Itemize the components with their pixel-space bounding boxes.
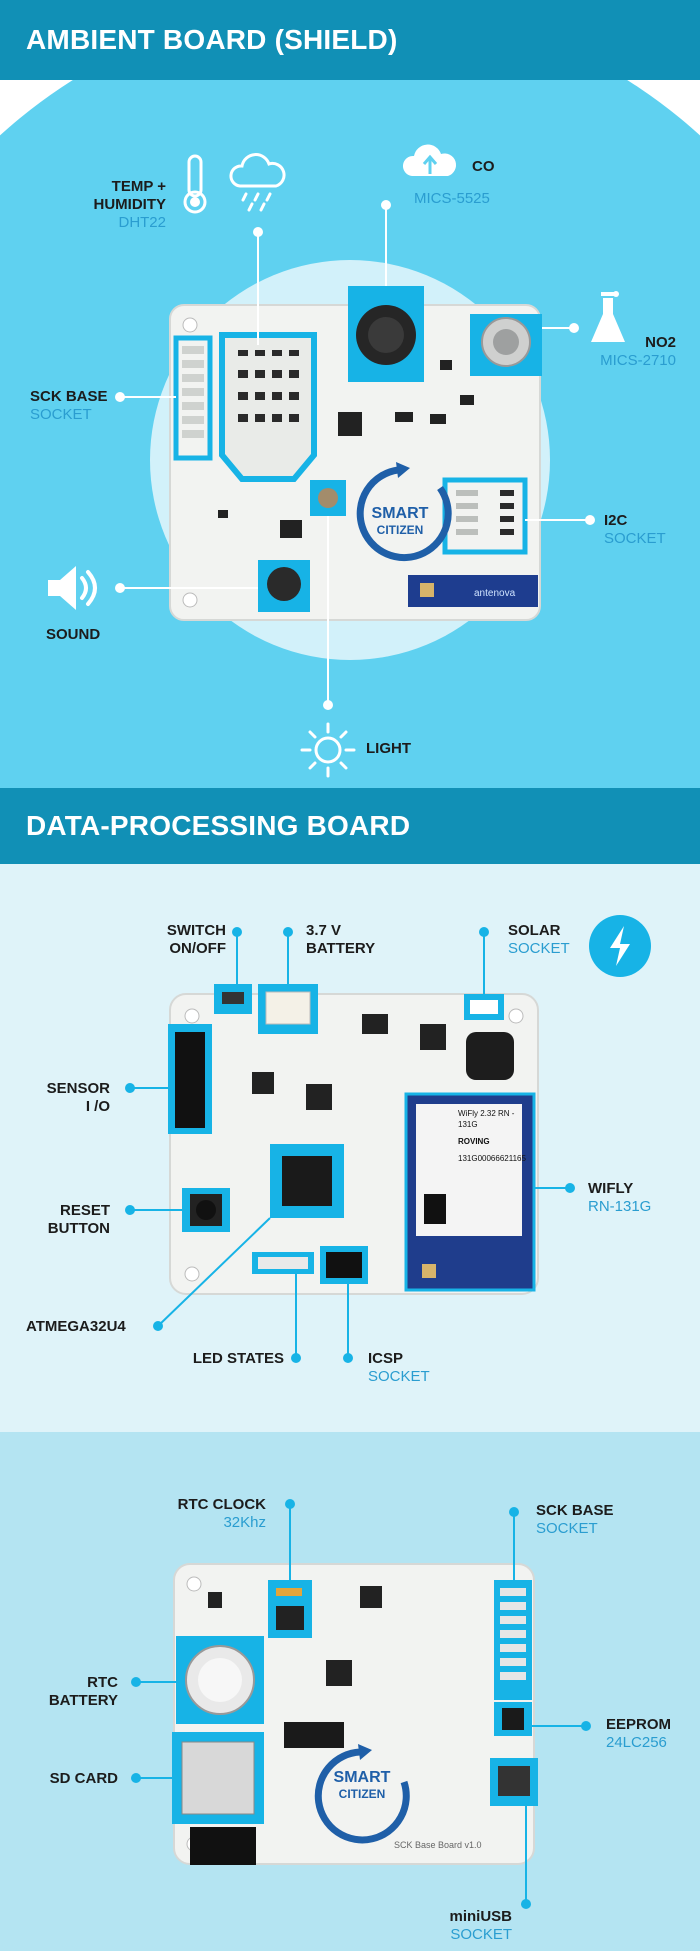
- label-title: SCK BASE: [30, 388, 108, 405]
- label-title: 3.7 V BATTERY: [306, 922, 376, 957]
- data-processing-board: [168, 984, 539, 1295]
- label-sd-card: SD CARD: [10, 1770, 118, 1788]
- flask-icon: [591, 291, 625, 342]
- label-title: RTC CLOCK: [177, 1496, 266, 1513]
- label-title: NO2: [645, 334, 676, 351]
- label-rtc-battery: RTC BATTERY: [10, 1674, 118, 1710]
- label-i2c: I2C SOCKET: [604, 512, 694, 548]
- label-title: RESET BUTTON: [47, 1202, 110, 1237]
- label-title: EEPROM: [606, 1716, 672, 1733]
- base-board-logo: SMART CITIZEN: [324, 1770, 400, 1802]
- label-atmega: ATMEGA32U4: [26, 1318, 156, 1336]
- label-title: ICSP: [368, 1350, 404, 1367]
- ambient-antenna-label: antenova: [474, 588, 516, 599]
- label-sck-base: SCK BASE SOCKET: [30, 388, 130, 424]
- base-board-caption: SCK Base Board v1.0: [394, 1840, 482, 1850]
- ambient-board-logo: SMART CITIZEN: [362, 506, 438, 538]
- rain-cloud-icon: [229, 153, 286, 212]
- lightning-icon: [589, 915, 651, 977]
- label-title: SOLAR: [508, 922, 561, 939]
- label-title: SOUND: [46, 626, 101, 643]
- module-line-3: ROVING: [458, 1137, 490, 1146]
- label-sub: DHT22: [118, 214, 166, 231]
- label-sub: MICS-5525: [414, 190, 490, 207]
- label-title: SENSOR I /O: [46, 1080, 110, 1115]
- logo-line-2: CITIZEN: [376, 523, 424, 537]
- label-title: ATMEGA32U4: [26, 1318, 126, 1335]
- label-sub: MICS-2710: [600, 352, 676, 369]
- label-sub: RN-131G: [588, 1198, 652, 1215]
- label-title: SWITCH ON/OFF: [166, 922, 226, 957]
- label-reset: RESET BUTTON: [10, 1202, 110, 1238]
- label-sound: SOUND: [46, 626, 136, 644]
- base-board: [172, 1563, 538, 1865]
- data-processing-title: DATA-PROCESSING BOARD: [0, 788, 700, 864]
- base-leader-lines: [131, 1499, 591, 1909]
- data-processing-leader-lines: [125, 927, 575, 1363]
- logo-line-1: SMART: [371, 505, 429, 522]
- cloud-upload-icon: [402, 144, 457, 176]
- label-wifly: WIFLY RN-131G: [588, 1180, 688, 1216]
- label-co: CO MICS-5525: [414, 158, 534, 208]
- logo-line-1: SMART: [333, 1769, 391, 1786]
- wifly-module-text: WiFly 2.32 RN - 131G ROVING 131G00066621…: [458, 1108, 528, 1164]
- label-title: LED STATES: [192, 1350, 284, 1367]
- logo-line-2: CITIZEN: [338, 1787, 386, 1801]
- label-sub: 32Khz: [223, 1514, 266, 1531]
- label-light: LIGHT: [366, 740, 456, 758]
- label-sub: SOCKET: [368, 1368, 430, 1385]
- module-line-2: 131G00066621165: [458, 1154, 526, 1163]
- label-temp-humidity: TEMP + HUMIDITY DHT22: [60, 178, 167, 232]
- label-led-states: LED STATES: [170, 1350, 284, 1368]
- label-miniusb: miniUSB SOCKET: [406, 1908, 512, 1944]
- speaker-icon: [48, 566, 97, 610]
- label-title: TEMP + HUMIDITY: [93, 178, 167, 213]
- label-base-sck: SCK BASE SOCKET: [536, 1502, 636, 1538]
- label-no2: NO2 MICS-2710: [560, 334, 676, 370]
- label-sub: SOCKET: [604, 530, 666, 547]
- module-line-1: WiFly 2.32 RN - 131G: [458, 1109, 515, 1129]
- label-eeprom: EEPROM 24LC256: [606, 1716, 696, 1752]
- ambient-leader-lines: [115, 200, 595, 710]
- label-sub: SOCKET: [536, 1520, 598, 1537]
- label-title: CO: [472, 158, 495, 175]
- label-battery: 3.7 V BATTERY: [306, 922, 406, 958]
- ambient-title: AMBIENT BOARD (SHIELD): [0, 0, 700, 80]
- label-title: SCK BASE: [536, 1502, 614, 1519]
- label-title: SD CARD: [49, 1770, 118, 1787]
- label-sub: SOCKET: [30, 406, 92, 423]
- label-icsp: ICSP SOCKET: [368, 1350, 468, 1386]
- label-rtc-clock: RTC CLOCK 32Khz: [150, 1496, 266, 1532]
- label-solar: SOLAR SOCKET: [508, 922, 608, 958]
- label-title: RTC BATTERY: [48, 1674, 118, 1709]
- label-title: WIFLY: [588, 1180, 634, 1197]
- label-switch: SWITCH ON/OFF: [130, 922, 226, 958]
- label-sensor-io: SENSOR I /O: [10, 1080, 110, 1116]
- label-title: I2C: [604, 512, 628, 529]
- ambient-board: [169, 286, 542, 621]
- label-title: LIGHT: [366, 740, 411, 757]
- label-sub: SOCKET: [508, 940, 570, 957]
- thermometer-icon: [183, 154, 207, 214]
- label-title: miniUSB: [449, 1908, 512, 1925]
- label-sub: 24LC256: [606, 1734, 667, 1751]
- label-sub: SOCKET: [450, 1926, 512, 1943]
- sun-icon: [300, 722, 356, 778]
